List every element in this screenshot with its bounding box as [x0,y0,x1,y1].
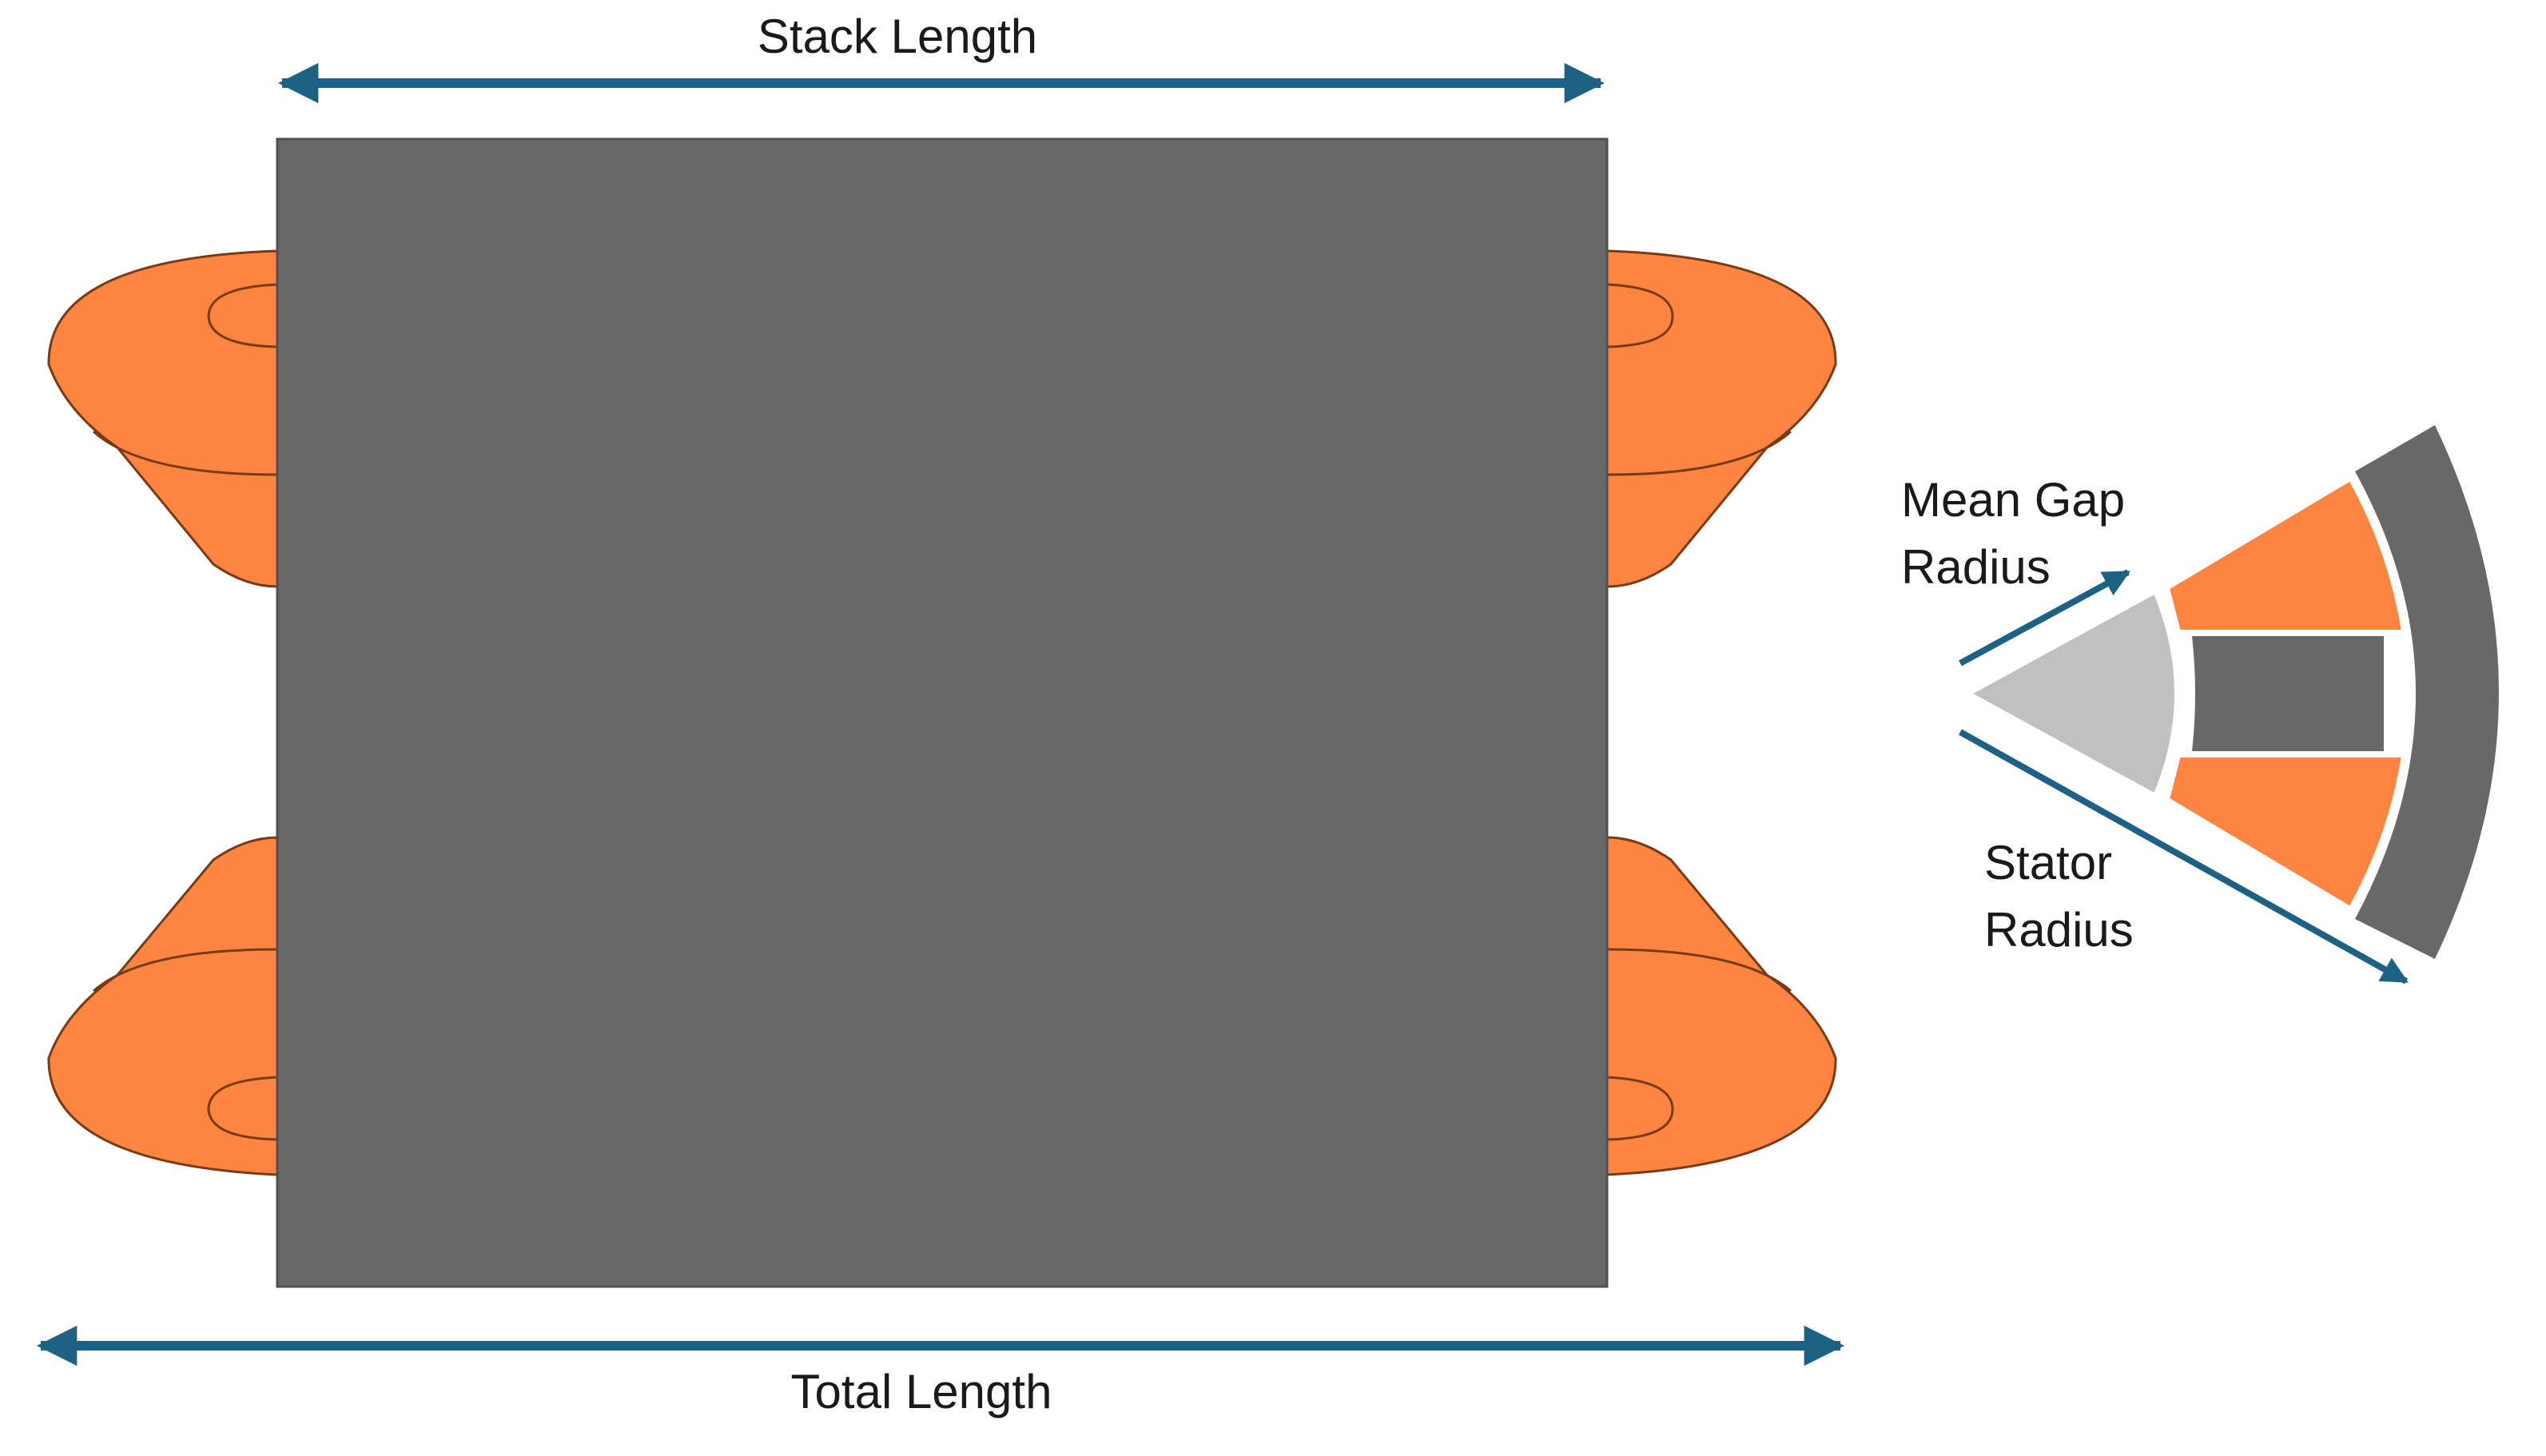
stator-slot-winding-upper [2166,477,2405,633]
stator-radius-arrow [1959,729,2409,985]
stator-radius-label-line2: Radius [1984,903,2134,957]
stator-tooth [2192,636,2384,751]
total-length-label: Total Length [791,1365,1052,1418]
stator-slot-winding-lower [2166,754,2405,910]
end-winding-bottom-left [47,836,279,1176]
stator-back-iron [2355,425,2499,959]
mean-gap-radius-arrow [1959,569,2130,666]
stator-radius-label-line1: Stator [1984,836,2112,889]
end-winding-top-left [47,249,279,588]
end-winding-top-right [1605,249,1837,588]
stator-core-side-view [276,137,1609,1288]
mean-gap-radius-label-line1: Mean Gap [1901,473,2125,527]
stack-length-label: Stack Length [758,10,1037,63]
stator-cross-section [1963,425,2499,959]
end-winding-bottom-right [1605,836,1837,1176]
rotor-sector [1963,587,2179,800]
mean-gap-radius-label-line2: Radius [1901,540,2051,594]
